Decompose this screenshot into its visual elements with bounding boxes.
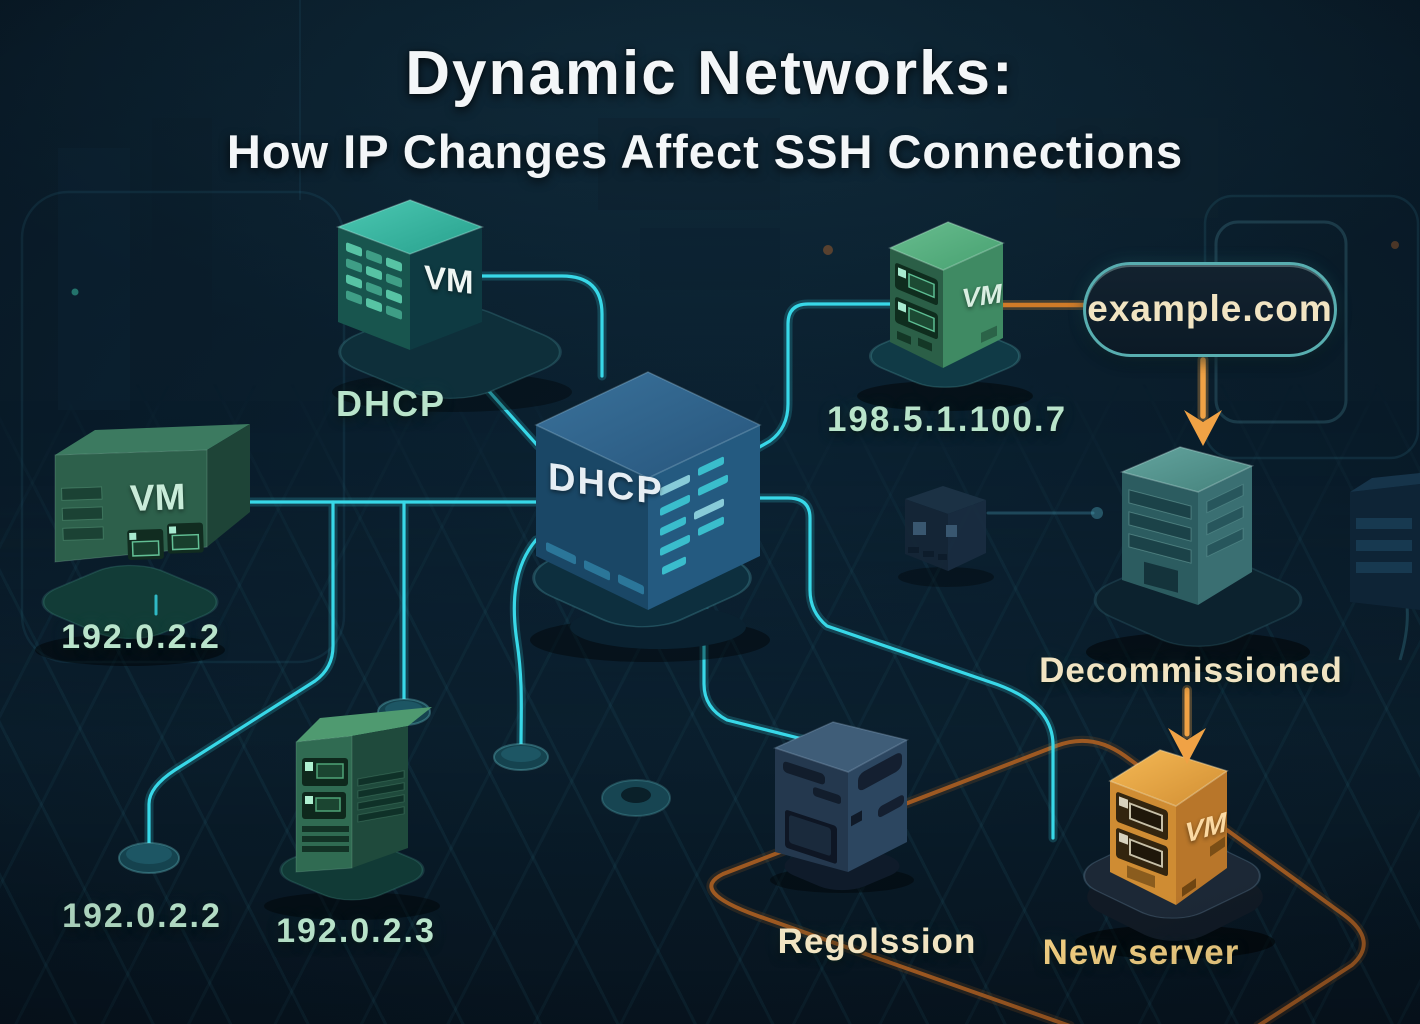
- new-server-face-label: VM: [1182, 805, 1230, 850]
- page-subtitle: How IP Changes Affect SSH Connections: [226, 125, 1184, 178]
- teal-vm-caption: DHCP: [335, 383, 447, 424]
- domain-pill: example.com: [1083, 262, 1337, 357]
- page-title: Dynamic Networks:: [405, 39, 1015, 108]
- left-vm-caption: 192.0.2.2: [61, 618, 221, 656]
- tower-caption: 192.0.2.3: [276, 912, 436, 950]
- public-vm-caption: 198.5.1.100.7: [826, 400, 1068, 439]
- left-vm-face-label: VM: [129, 476, 187, 519]
- teal-vm-face-label: VM: [424, 257, 474, 302]
- public-vm-face-label: VM: [960, 277, 1005, 315]
- floor-node-caption: 192.0.2.2: [62, 897, 222, 935]
- dhcp-face-label: DHCP: [548, 455, 664, 515]
- session-caption: Regolssion: [777, 922, 977, 961]
- new-server-caption: New server: [1042, 933, 1240, 972]
- domain-pill-label: example.com: [1087, 288, 1333, 329]
- decommissioned-caption: Decommissioned: [1039, 651, 1343, 690]
